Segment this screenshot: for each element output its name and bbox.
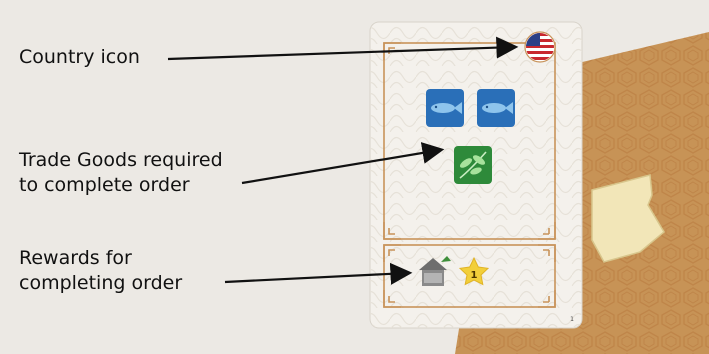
- trade-goods-label-line1: Trade Goods required: [19, 148, 223, 173]
- rewards-label-line1: Rewards for: [19, 246, 182, 271]
- fish-icon: [477, 89, 515, 127]
- country-icon-label-text: Country icon: [19, 45, 140, 70]
- trade-goods-label-line2: to complete order: [19, 173, 223, 198]
- usa-flag-icon: [525, 32, 555, 62]
- rewards-label: Rewards for completing order: [19, 246, 182, 296]
- tea-leaf-icon: [454, 146, 492, 184]
- trade-goods-label: Trade Goods required to complete order: [19, 148, 223, 198]
- card-number: 1: [570, 316, 574, 323]
- reward-star-value: 1: [471, 270, 478, 281]
- country-icon-label: Country icon: [19, 45, 140, 70]
- rewards-label-line2: completing order: [19, 271, 182, 296]
- fish-icon: [426, 89, 464, 127]
